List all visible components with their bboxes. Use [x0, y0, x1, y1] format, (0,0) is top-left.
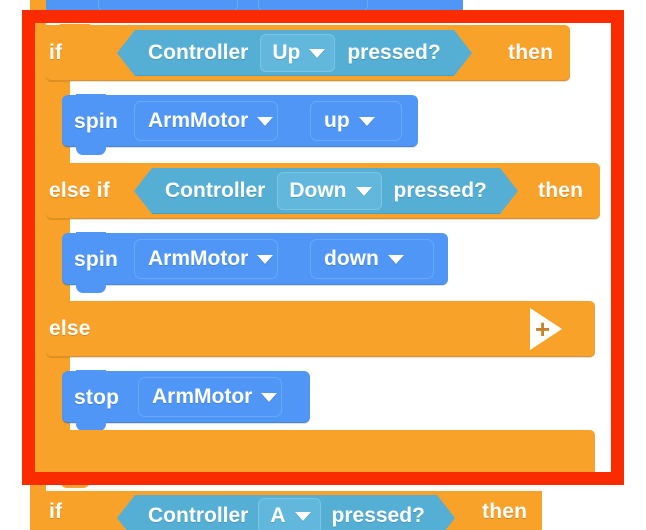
condition-2-dropdown[interactable]: Down [277, 172, 382, 210]
chevron-down-icon [309, 48, 326, 58]
partial-motor-block-top[interactable] [46, 0, 463, 18]
else-row-header[interactable] [46, 301, 595, 357]
spin-motor-dropdown-1[interactable]: ArmMotor [134, 101, 278, 141]
partial-motor-dropdown-1[interactable] [98, 0, 238, 12]
condition-1-dropdown-label: Up [272, 41, 301, 64]
stop-motor-dropdown[interactable]: ArmMotor [138, 377, 282, 417]
condition-controller-up-pressed[interactable]: Controller Up pressed? [117, 30, 472, 76]
condition-3-suffix: pressed? [331, 504, 425, 527]
spin-armmotor-down-block[interactable]: spin ArmMotor down [62, 232, 448, 293]
condition-3-prefix: Controller [148, 504, 249, 527]
condition-1-prefix: Controller [148, 41, 249, 64]
spin-down-top-notch [76, 232, 106, 241]
condition-3-dropdown[interactable]: A [258, 498, 321, 530]
spin-motor-dropdown-1-label: ArmMotor [148, 109, 249, 132]
stop-top-notch [76, 370, 106, 379]
mutator-plus-label: + [535, 314, 551, 344]
stop-verb: stop [74, 386, 120, 409]
spin-direction-dropdown-2[interactable]: down [310, 239, 434, 279]
spin-armmotor-up-block[interactable]: spin ArmMotor up [62, 94, 418, 155]
spin-verb-1: spin [74, 110, 118, 133]
condition-1-suffix: pressed? [347, 41, 441, 64]
if-keyword: if [49, 41, 63, 64]
stop-armmotor-block[interactable]: stop ArmMotor [62, 370, 310, 431]
spin-motor-dropdown-2[interactable]: ArmMotor [134, 239, 278, 279]
chevron-down-icon [257, 116, 274, 126]
condition-controller-down-pressed[interactable]: Controller Down pressed? [134, 168, 518, 214]
next-then-keyword: then [482, 500, 528, 523]
spin-up-bottom-notch [76, 146, 106, 155]
stop-bottom-notch [76, 422, 106, 431]
spin-verb-2: spin [74, 248, 118, 271]
chevron-down-icon [355, 186, 372, 196]
if-block-closing-bar[interactable] [46, 430, 595, 488]
spin-direction-dropdown-2-label: down [324, 247, 379, 270]
condition-2-dropdown-label: Down [289, 179, 347, 202]
stop-motor-dropdown-label: ArmMotor [152, 385, 253, 408]
chevron-down-icon [257, 254, 274, 264]
next-if-keyword: if [49, 500, 63, 523]
chevron-down-icon [294, 511, 311, 521]
condition-2-suffix: pressed? [393, 179, 487, 202]
if-row-top-notch [60, 24, 90, 33]
spin-down-bottom-notch [76, 284, 106, 293]
else-if-keyword: else if [49, 179, 110, 202]
outer-container-block-spine[interactable] [30, 0, 46, 530]
condition-2-prefix: Controller [165, 179, 266, 202]
chevron-down-icon [261, 392, 278, 402]
else-keyword: else [49, 317, 91, 340]
triangle-plus-icon[interactable] [530, 308, 562, 350]
condition-1-dropdown[interactable]: Up [260, 34, 336, 72]
spin-direction-dropdown-1[interactable]: up [310, 101, 402, 141]
then-keyword-2: then [538, 179, 584, 202]
partial-motor-dropdown-2[interactable] [258, 0, 368, 12]
chevron-down-icon [387, 254, 404, 264]
chevron-down-icon [358, 116, 375, 126]
condition-3-dropdown-label: A [270, 504, 286, 527]
condition-controller-a-pressed[interactable]: Controller A pressed? [117, 495, 455, 530]
if-block-bottom-notch [60, 479, 90, 488]
spin-direction-dropdown-1-label: up [324, 109, 350, 132]
spin-motor-dropdown-2-label: ArmMotor [148, 247, 249, 270]
spin-up-top-notch [76, 94, 106, 103]
then-keyword-1: then [508, 41, 554, 64]
